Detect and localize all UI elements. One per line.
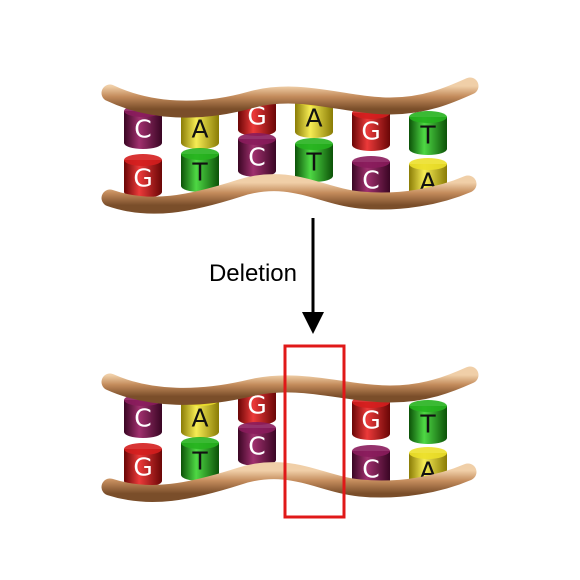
base-cylinder-top <box>181 437 219 449</box>
base-letter: C <box>362 166 379 195</box>
base-cylinder-top <box>352 156 390 168</box>
base-letter: T <box>191 158 208 187</box>
base-cylinder-top <box>238 133 276 145</box>
base-letter: G <box>133 164 152 193</box>
base-cylinder-top <box>409 111 447 123</box>
base-letter: T <box>419 121 436 150</box>
original-bottom-base-5: C <box>352 156 390 200</box>
base-cylinder-top <box>352 445 390 457</box>
deletion-arrow <box>302 218 324 334</box>
mutated-bottom-backbone <box>101 462 477 502</box>
base-letter: G <box>361 406 380 435</box>
base-letter: A <box>305 104 322 133</box>
base-letter: C <box>134 404 151 433</box>
base-letter: A <box>191 404 208 433</box>
deletion-highlight-box <box>283 344 346 519</box>
deletion-label: Deletion <box>209 260 297 287</box>
original-bottom-base-4: T <box>295 138 333 182</box>
original-top-base-6: T <box>409 111 447 155</box>
mutated-top-base-5: G <box>352 396 390 440</box>
base-cylinder-top <box>124 154 162 166</box>
base-letter: G <box>247 102 266 131</box>
base-letter: C <box>362 455 379 484</box>
base-letter: C <box>248 143 265 172</box>
mutated-top-base-6: T <box>409 400 447 444</box>
base-cylinder-top <box>238 422 276 434</box>
base-letter: G <box>247 391 266 420</box>
base-letter: T <box>305 148 322 177</box>
mutated-bottom-base-2: T <box>181 437 219 481</box>
base-letter: G <box>133 453 152 482</box>
base-letter: C <box>248 432 265 461</box>
base-letter: A <box>191 115 208 144</box>
base-cylinder-top <box>409 400 447 412</box>
original-top-base-5: G <box>352 107 390 151</box>
original-bottom-backbone <box>101 174 477 214</box>
base-letter: G <box>361 117 380 146</box>
mutated-bottom-base-1: G <box>124 443 162 487</box>
base-cylinder-top <box>124 443 162 455</box>
base-letter: C <box>134 115 151 144</box>
base-letter: T <box>191 447 208 476</box>
base-cylinder-top <box>409 447 447 459</box>
original-bottom-base-3: C <box>238 133 276 177</box>
mutated-bottom-base-3: C <box>238 422 276 466</box>
base-letter: T <box>419 410 436 439</box>
original-bottom-base-2: T <box>181 148 219 192</box>
mutated-top-backbone <box>101 366 479 405</box>
base-cylinder-top <box>295 138 333 150</box>
original-bottom-base-1: G <box>124 154 162 198</box>
base-cylinder-top <box>409 158 447 170</box>
base-cylinder-top <box>181 148 219 160</box>
original-top-backbone <box>101 77 479 118</box>
